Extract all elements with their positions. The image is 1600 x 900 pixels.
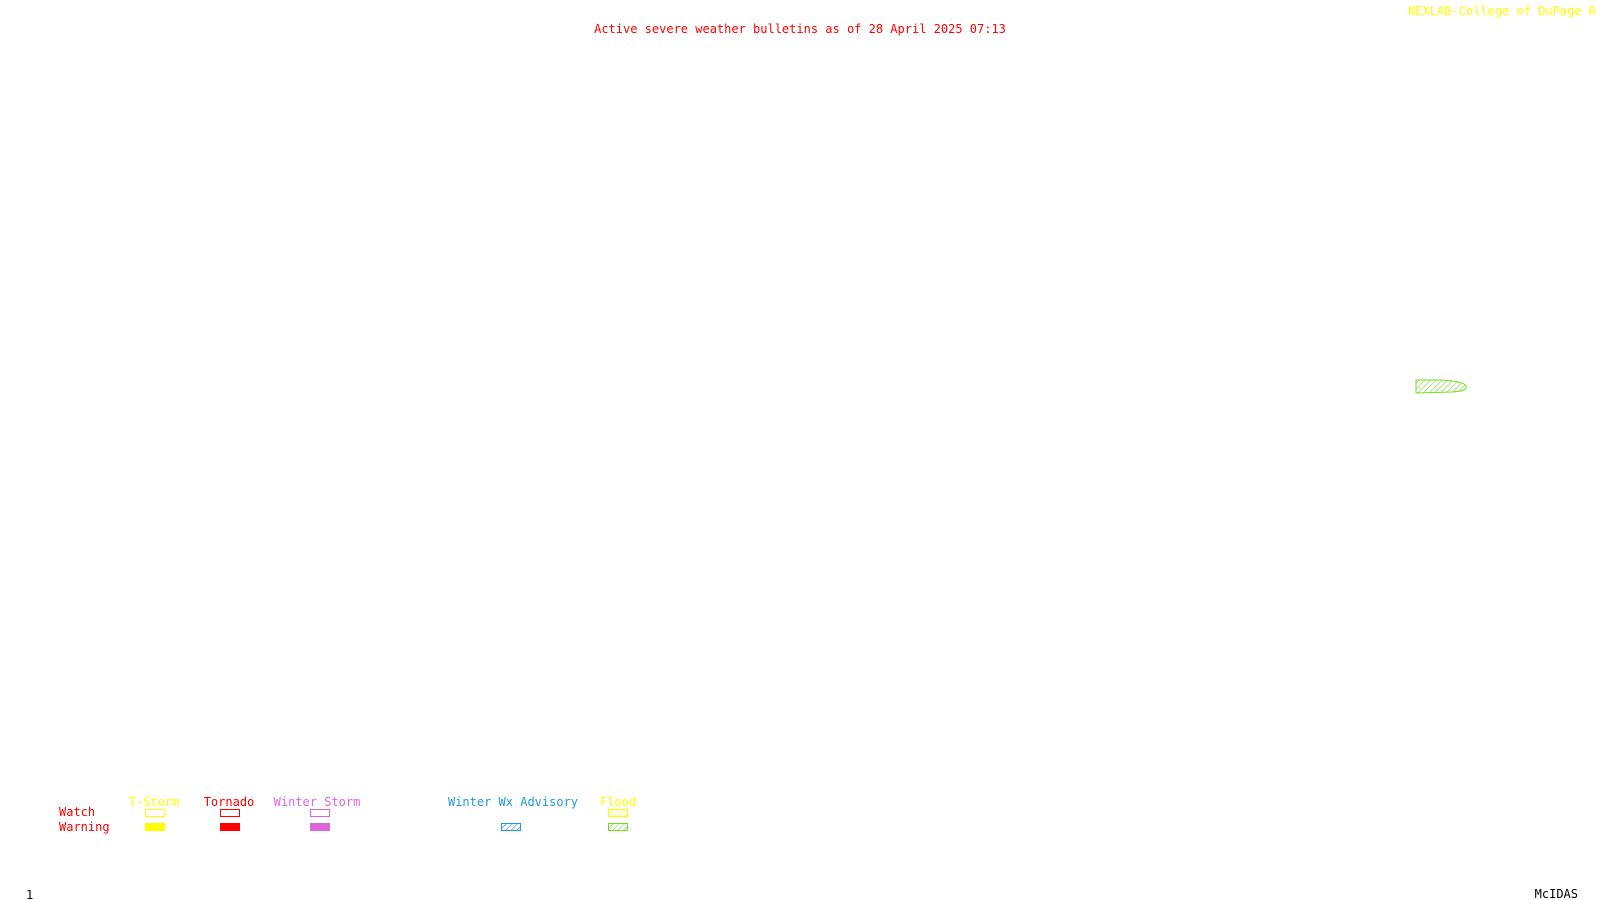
tornado-warning-swatch bbox=[220, 823, 240, 831]
flood-warning-swatch bbox=[608, 823, 628, 831]
bulletin-title: Active severe weather bulletins as of 28… bbox=[594, 22, 1006, 36]
legend-header-tstorm: T-Storm bbox=[128, 795, 180, 809]
legend-header-tornado: Tornado bbox=[203, 795, 255, 809]
tstorm-warning-swatch bbox=[145, 823, 165, 831]
legend-row-warning: Warning bbox=[59, 820, 110, 834]
legend-header-flood: Flood bbox=[599, 795, 637, 809]
flood-warning-polygon bbox=[1415, 379, 1467, 394]
tstorm-watch-swatch bbox=[145, 809, 165, 817]
software-label: McIDAS bbox=[1534, 887, 1578, 900]
legend-header-winter-storm: Winter Storm bbox=[273, 795, 361, 809]
legend-header-winter-wx-advisory: Winter Wx Advisory bbox=[447, 795, 579, 809]
legend-row-watch: Watch bbox=[59, 805, 96, 819]
winter-wx-advisory-swatch bbox=[501, 823, 521, 831]
source-credit: NEXLAB-College of DuPage R bbox=[1408, 4, 1596, 18]
flood-watch-swatch bbox=[608, 809, 628, 817]
frame-number: 1 bbox=[26, 888, 34, 900]
winter-storm-warning-swatch bbox=[310, 823, 330, 831]
tornado-watch-swatch bbox=[220, 809, 240, 817]
winter-storm-watch-swatch bbox=[310, 809, 330, 817]
